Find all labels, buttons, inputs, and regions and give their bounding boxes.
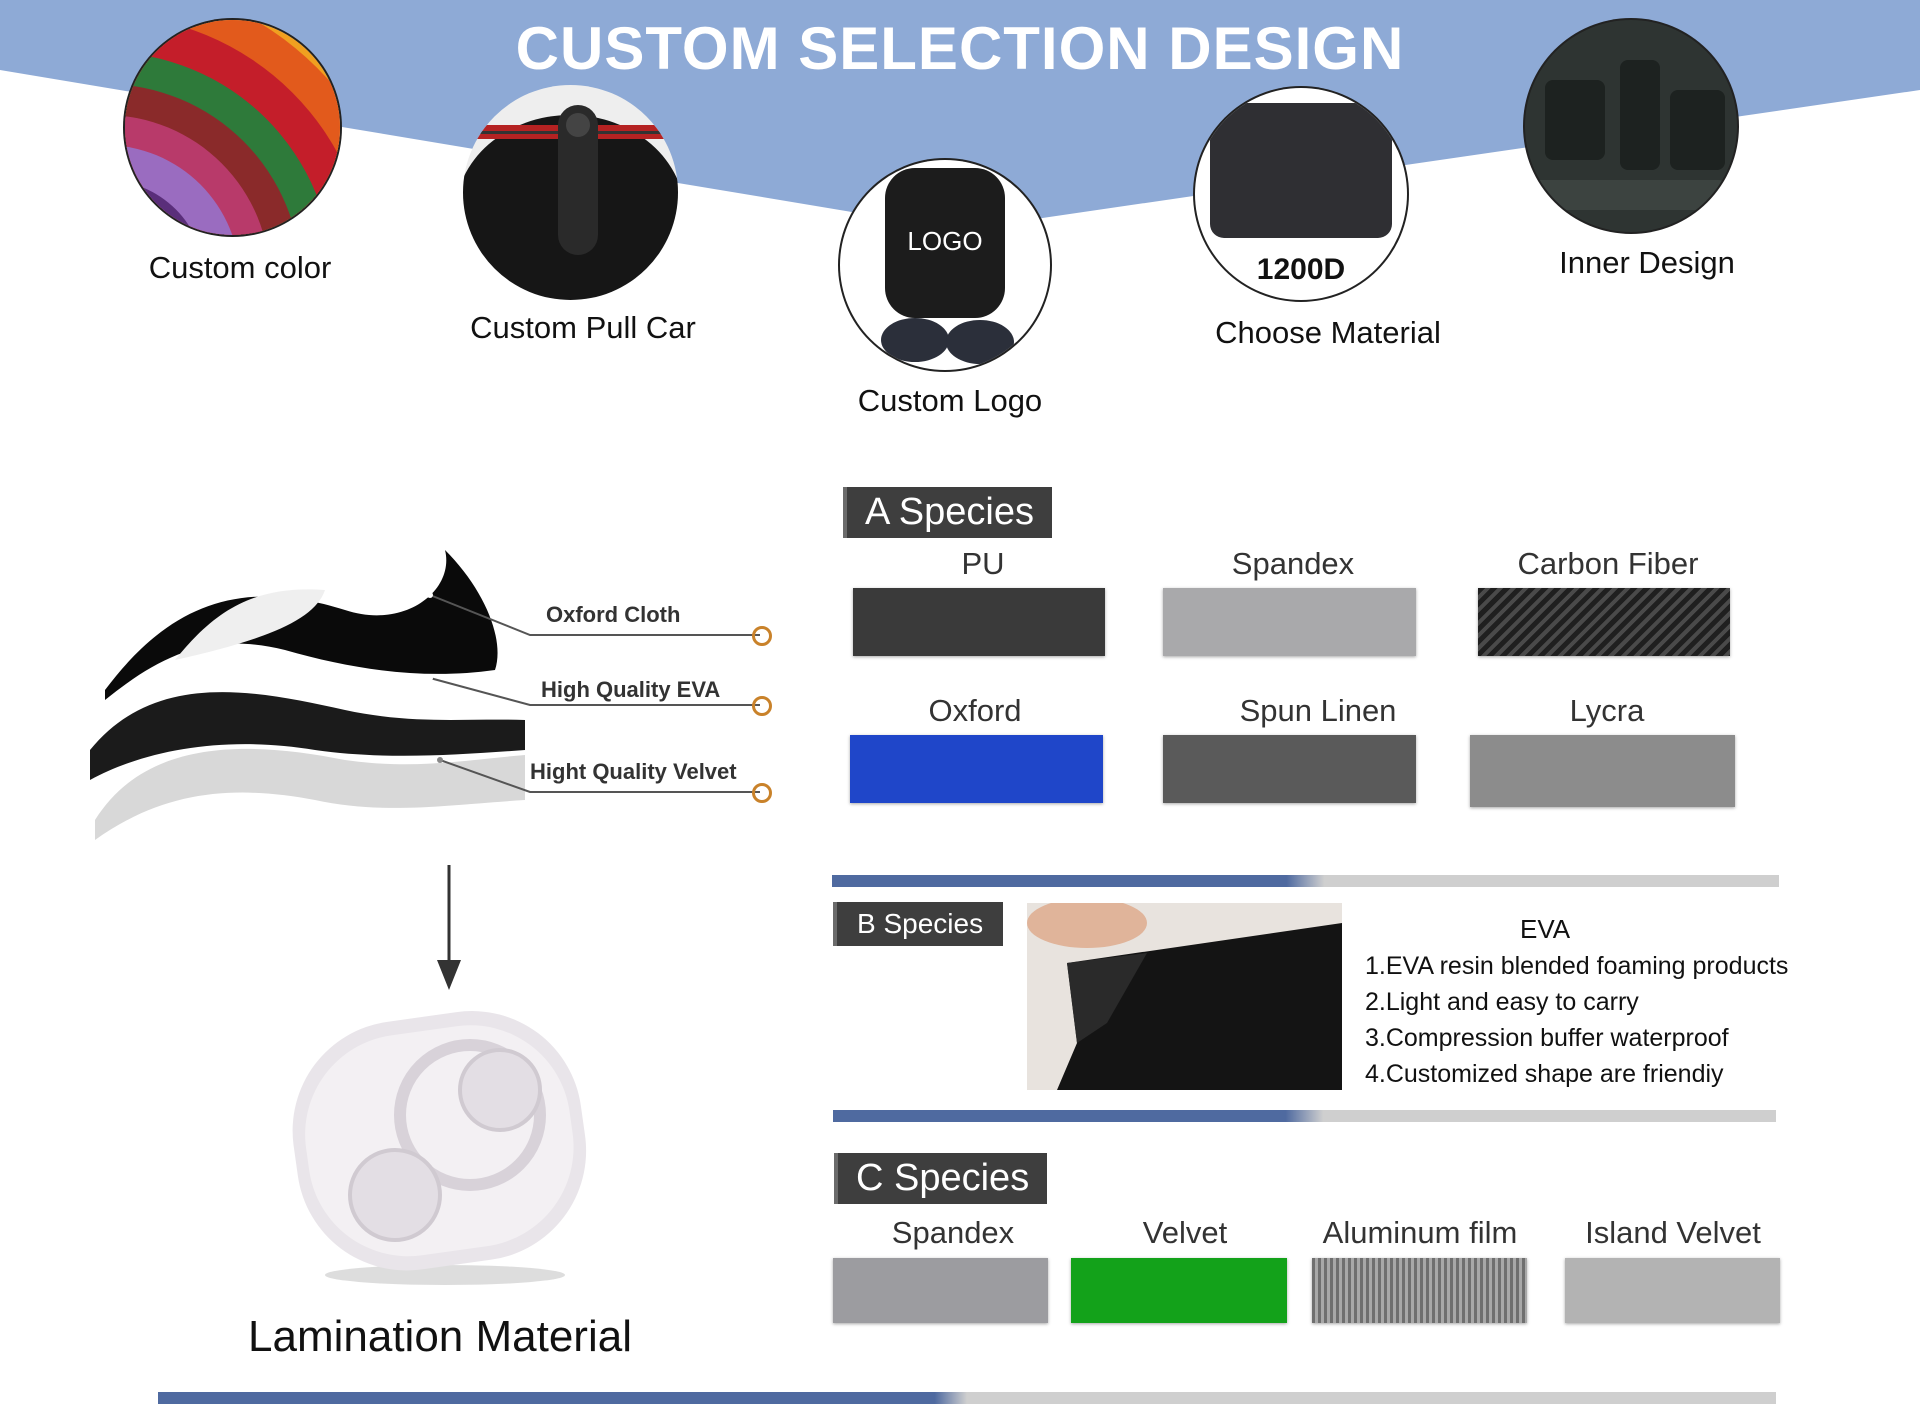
layer-label-eva: High Quality EVA bbox=[541, 677, 721, 702]
custom-pull-car-image bbox=[463, 85, 678, 300]
custom-logo-image: LOGO bbox=[840, 160, 1050, 370]
lamination-callout-lines bbox=[427, 592, 760, 793]
material-label-pu: PU bbox=[961, 546, 1005, 581]
b-species-tag: B Species bbox=[837, 902, 1004, 946]
custom-color-image bbox=[125, 20, 340, 235]
page-title: CUSTOM SELECTION DESIGN bbox=[515, 15, 1405, 82]
a-species-tag: A Species bbox=[847, 487, 1052, 538]
divider-a-b bbox=[832, 875, 1779, 887]
eva-feature-list: 1.EVA resin blended foaming products 2.L… bbox=[1365, 948, 1788, 1092]
oxford-ring-icon bbox=[752, 626, 772, 646]
swatch-pu bbox=[853, 588, 1105, 656]
material-label-spun-linen: Spun Linen bbox=[1239, 693, 1397, 728]
lamination-layers-illustration bbox=[90, 550, 525, 840]
material-label-velvet: Velvet bbox=[1142, 1215, 1228, 1250]
option-label-custom-pull-car: Custom Pull Car bbox=[470, 310, 696, 345]
option-label-custom-color: Custom color bbox=[148, 250, 332, 285]
option-label-inner-design: Inner Design bbox=[1559, 245, 1735, 280]
swatch-spun-linen bbox=[1163, 735, 1416, 803]
eva-feature-4: 4.Customized shape are friendiy bbox=[1365, 1060, 1724, 1088]
material-label-spandex-a: Spandex bbox=[1231, 546, 1355, 581]
layer-label-velvet: Hight Quality Velvet bbox=[530, 759, 737, 784]
lamination-caption: Lamination Material bbox=[248, 1312, 632, 1361]
material-code: 1200D bbox=[1256, 253, 1346, 286]
eva-feature-2: 2.Light and easy to carry bbox=[1365, 988, 1639, 1016]
material-label-aluminum-film: Aluminum film bbox=[1322, 1215, 1518, 1250]
swatch-velvet bbox=[1071, 1258, 1287, 1323]
divider-b-c bbox=[833, 1110, 1776, 1122]
header-banner bbox=[0, 0, 1920, 230]
inner-design-image bbox=[1525, 20, 1737, 232]
swatch-oxford bbox=[850, 735, 1103, 803]
swatch-island-velvet bbox=[1565, 1258, 1780, 1323]
material-label-spandex-c: Spandex bbox=[891, 1215, 1015, 1250]
c-species-tag: C Species bbox=[838, 1153, 1048, 1204]
eva-heading: EVA bbox=[1520, 914, 1571, 944]
layer-label-oxford-cloth: Oxford Cloth bbox=[546, 602, 681, 627]
swatch-carbon-fiber bbox=[1478, 588, 1730, 656]
swatch-aluminum-film bbox=[1312, 1258, 1527, 1323]
divider-bottom bbox=[158, 1392, 1776, 1404]
eva-feature-1: 1.EVA resin blended foaming products bbox=[1365, 952, 1789, 980]
material-label-carbon-fiber: Carbon Fiber bbox=[1517, 546, 1699, 581]
material-label-lycra: Lycra bbox=[1569, 693, 1645, 728]
material-label-island-velvet: Island Velvet bbox=[1585, 1215, 1761, 1250]
material-1200d-image: 1200D bbox=[1195, 88, 1407, 300]
eva-sample-image bbox=[1027, 903, 1342, 1090]
material-label-oxford: Oxford bbox=[928, 693, 1022, 728]
swatch-spandex-a bbox=[1163, 588, 1416, 656]
velvet-ring-icon bbox=[752, 783, 772, 803]
logo-text: LOGO bbox=[907, 226, 983, 256]
eva-feature-3: 3.Compression buffer waterproof bbox=[1365, 1024, 1729, 1052]
white-case-illustration bbox=[292, 1011, 587, 1285]
swatch-lycra bbox=[1470, 735, 1735, 807]
option-label-choose-material: Choose Material bbox=[1215, 315, 1441, 350]
material-sample bbox=[1210, 103, 1392, 238]
eva-ring-icon bbox=[752, 696, 772, 716]
swatch-spandex-c bbox=[833, 1258, 1048, 1323]
option-label-custom-logo: Custom Logo bbox=[857, 383, 1043, 418]
arrow-down-icon bbox=[437, 865, 461, 990]
